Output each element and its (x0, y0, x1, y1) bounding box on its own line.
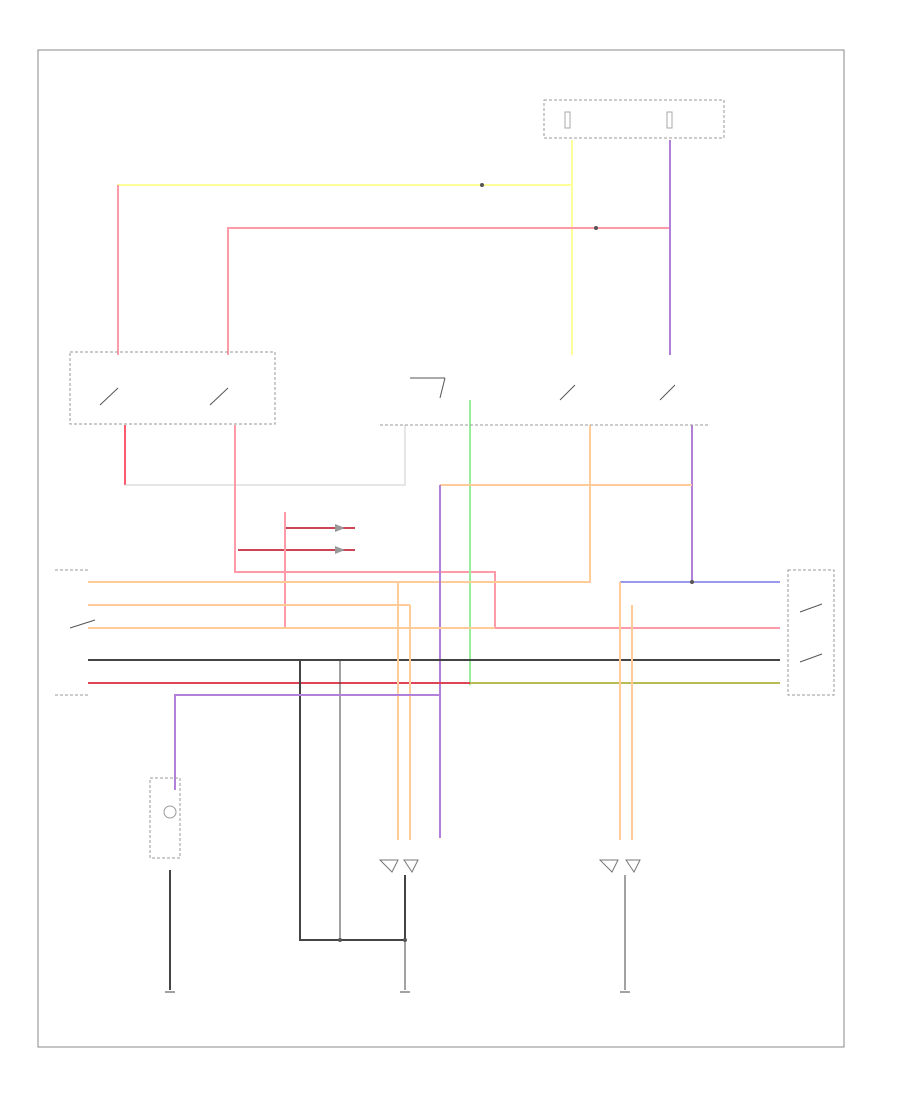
left-headlamp-relay (55, 569, 96, 696)
splice-points (338, 183, 694, 942)
diode (335, 524, 345, 554)
relay-contact-icon (799, 603, 823, 663)
daytime-running-lights-module (149, 777, 181, 859)
headlight-icon (378, 859, 419, 873)
wire-purple-drl (174, 694, 440, 790)
left-headlight (378, 859, 419, 873)
relay-contact-icon (69, 619, 96, 629)
switch-contact-icon (410, 377, 676, 401)
wire-gray-switch-link (125, 425, 406, 486)
fuse-box (543, 99, 725, 139)
wire-purple-dimmer (691, 425, 780, 583)
dimmer-switch (380, 377, 710, 426)
headlight-icon (598, 859, 641, 873)
right-headlamp-relay (787, 569, 835, 696)
right-headlight (598, 859, 641, 873)
wires (88, 140, 780, 990)
wire-red-switch-right (234, 425, 780, 629)
switch-contact-icon (99, 387, 229, 406)
diode-icon (335, 524, 345, 554)
diagram-frame (37, 49, 845, 1048)
wire-orange-dimmer (88, 425, 591, 583)
lamp-icon (163, 805, 177, 819)
wire-yellow (117, 140, 573, 355)
headlamp-switch (69, 351, 276, 425)
wire-black-ground-loop (299, 660, 406, 941)
wire-red-top (227, 227, 670, 355)
fuse-icon (564, 111, 673, 129)
